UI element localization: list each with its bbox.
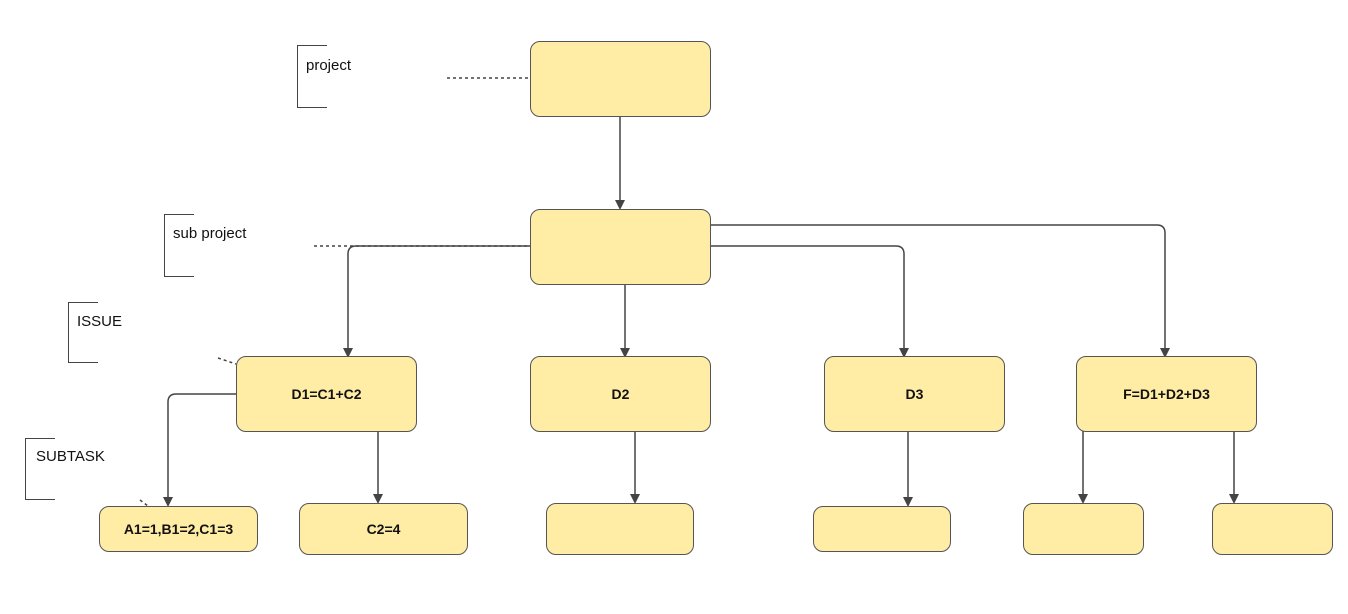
level-leader-issue: [217, 357, 237, 365]
node-subtask-f1[interactable]: [1023, 503, 1144, 555]
node-subtask-d3[interactable]: [813, 506, 951, 552]
level-leader-subtask: [139, 499, 149, 507]
bracket-sub-project: [164, 214, 194, 277]
edge-subproject-d3: [710, 245, 909, 358]
node-sub-project[interactable]: [530, 209, 711, 285]
node-subtask-c2[interactable]: C2=4: [299, 503, 468, 555]
node-issue-d2[interactable]: D2: [530, 356, 711, 432]
node-project[interactable]: [530, 41, 711, 117]
bracket-subtask: [25, 438, 55, 500]
level-label-project: project: [306, 57, 352, 74]
node-issue-d1[interactable]: D1=C1+C2: [236, 356, 417, 432]
node-subtask-d2[interactable]: [546, 503, 694, 555]
bracket-project: [297, 45, 327, 108]
edge-d1-a1: [163, 393, 236, 507]
level-label-subtask: SUBTASK: [36, 448, 105, 465]
edge-subproject-d1: [343, 245, 530, 358]
node-issue-d3[interactable]: D3: [824, 356, 1005, 432]
node-subtask-a1[interactable]: A1=1,B1=2,C1=3: [99, 506, 258, 552]
node-subtask-f2[interactable]: [1212, 503, 1333, 555]
level-label-issue: ISSUE: [77, 313, 123, 330]
edge-subproject-f: [710, 224, 1170, 358]
node-issue-f[interactable]: F=D1+D2+D3: [1076, 356, 1257, 432]
level-label-sub-project: sub project: [173, 225, 247, 242]
bracket-issue: [68, 302, 98, 363]
